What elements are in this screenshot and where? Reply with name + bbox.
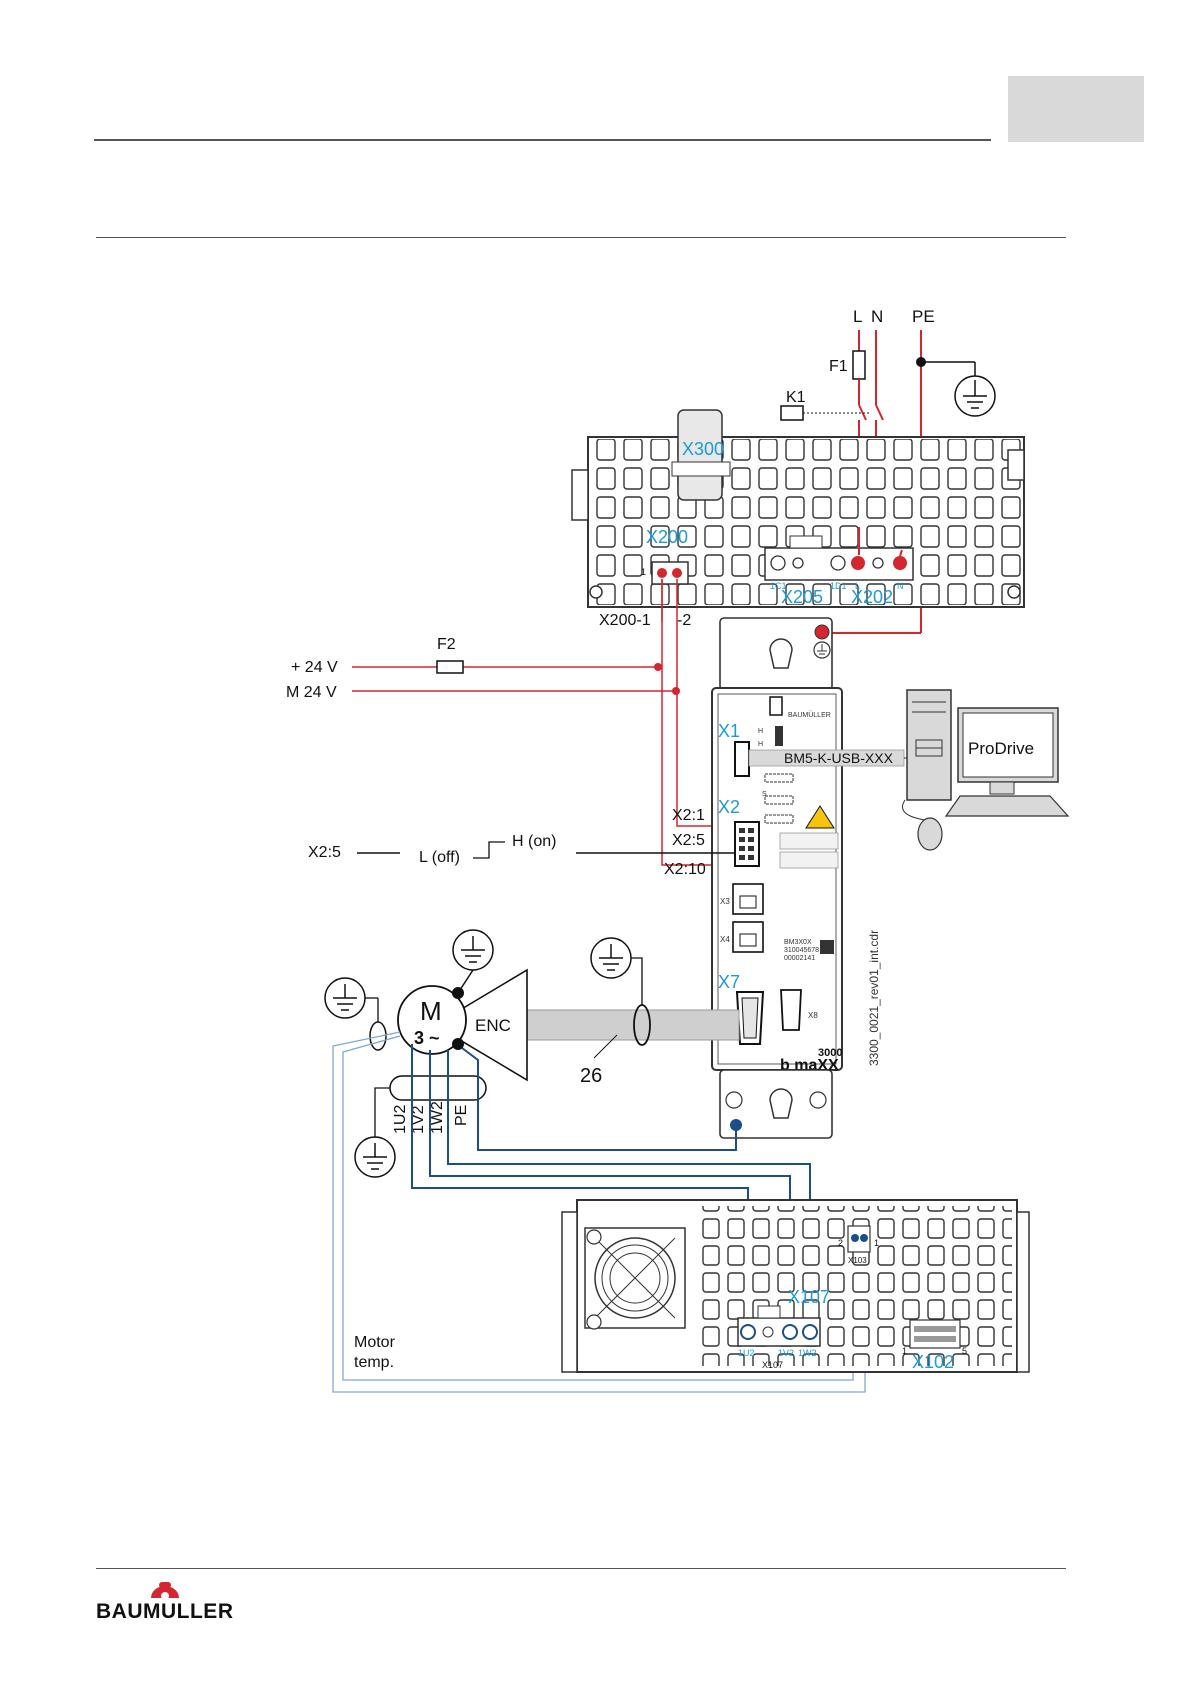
label-L-off: L (off) bbox=[419, 849, 460, 866]
label-X200-2: -2 bbox=[677, 612, 691, 629]
label-cable-26: 26 bbox=[580, 1065, 602, 1087]
earth-symbol-motor-bottom bbox=[354, 1136, 396, 1178]
label-wire-1V2: 1V2 bbox=[410, 1105, 427, 1134]
earth-symbol-motor-left bbox=[324, 977, 366, 1019]
earth-symbol-motor-top bbox=[452, 929, 494, 971]
label-X2-10: X2:10 bbox=[664, 861, 706, 878]
power-supply-unit: X300 X200 1 1C1 1D1 L N X205 X202 bbox=[571, 409, 1025, 608]
label-X2: X2 bbox=[718, 797, 740, 817]
svg-text:1U2: 1U2 bbox=[738, 1348, 755, 1358]
x200-pin1: 1 bbox=[641, 567, 646, 577]
svg-text:X103: X103 bbox=[848, 1256, 867, 1265]
svg-text:X4: X4 bbox=[720, 935, 730, 944]
svg-text:1W2: 1W2 bbox=[798, 1348, 817, 1358]
supply-24v: + 24 V M 24 V F2 bbox=[286, 579, 735, 866]
svg-text:1V2: 1V2 bbox=[778, 1348, 794, 1358]
label-ENC: ENC bbox=[475, 1016, 511, 1035]
power-unit-bottom: X107 1U2 1V2 1W2 X107 2 1 X103 1 5 X102 bbox=[561, 1199, 1030, 1373]
mains-label-PE: PE bbox=[912, 307, 935, 326]
svg-text:X3: X3 bbox=[720, 897, 730, 906]
label-wire-1U2: 1U2 bbox=[392, 1105, 409, 1134]
svg-text:1D1: 1D1 bbox=[830, 581, 847, 591]
svg-text:5: 5 bbox=[962, 1346, 967, 1356]
svg-text:BM3X0X: BM3X0X bbox=[784, 939, 812, 946]
label-F2: F2 bbox=[437, 636, 456, 653]
port-X1 bbox=[734, 741, 750, 777]
label-motor-temp-2: temp. bbox=[354, 1354, 394, 1371]
contactor-K1 bbox=[780, 405, 804, 421]
pc-computer: ProDrive bbox=[902, 689, 1070, 851]
file-reference: 3300_0021_rev01_int.cdr bbox=[867, 930, 881, 1066]
label-model-num: 3000 bbox=[818, 1047, 842, 1059]
connector-X300 bbox=[677, 409, 723, 501]
motor bbox=[397, 985, 467, 1055]
label-X200-1: X200-1 bbox=[599, 612, 651, 629]
contactor-K1-label: K1 bbox=[786, 389, 806, 406]
svg-text:H: H bbox=[758, 728, 763, 735]
fuse-F1 bbox=[852, 350, 866, 380]
label-X107: X107 bbox=[788, 1287, 830, 1307]
fuse-F2 bbox=[436, 660, 464, 674]
svg-text:1: 1 bbox=[874, 1238, 879, 1248]
connector-X2 bbox=[734, 821, 760, 867]
svg-text:X8: X8 bbox=[808, 1011, 818, 1020]
label-X200: X200 bbox=[646, 527, 688, 547]
svg-text:N: N bbox=[897, 581, 904, 591]
drive-unit: BAUMÜLLER H H X1 BM5-K-USB-XXX S X2 X2:1… bbox=[664, 617, 905, 1139]
svg-text:H: H bbox=[758, 741, 763, 748]
label-motor-temp-1: Motor bbox=[354, 1334, 396, 1351]
label-usb-cable: BM5-K-USB-XXX bbox=[784, 750, 894, 766]
svg-text:L: L bbox=[855, 581, 860, 591]
svg-text:1: 1 bbox=[902, 1346, 907, 1356]
svg-text:X107: X107 bbox=[762, 1360, 783, 1370]
svg-text:BAUMÜLLER: BAUMÜLLER bbox=[788, 711, 831, 719]
label-m24v: M 24 V bbox=[286, 684, 337, 701]
section-rule bbox=[96, 237, 1066, 238]
label-X300: X300 bbox=[682, 439, 724, 459]
svg-text:2: 2 bbox=[838, 1238, 843, 1248]
logo-mark-icon bbox=[151, 1582, 179, 1600]
earth-symbol-encoder bbox=[590, 937, 632, 979]
label-motor-phase: 3 ~ bbox=[414, 1028, 440, 1048]
label-X1: X1 bbox=[718, 721, 740, 741]
fuse-F1-label: F1 bbox=[829, 358, 848, 375]
svg-text:310045678: 310045678 bbox=[784, 947, 819, 954]
label-X202: X202 bbox=[851, 587, 893, 607]
svg-text:S: S bbox=[762, 791, 767, 798]
motor-assembly: 26 ENC M 3 ~ 1U2 1V2 1W2 PE bbox=[324, 929, 740, 1178]
pc-software-label: ProDrive bbox=[968, 739, 1034, 758]
label-X7: X7 bbox=[718, 972, 740, 992]
label-X2-1: X2:1 bbox=[672, 807, 705, 824]
label-wire-PE: PE bbox=[453, 1105, 470, 1126]
svg-text:00002141: 00002141 bbox=[784, 955, 815, 962]
label-X2-5: X2:5 bbox=[672, 832, 705, 849]
connector-X200 bbox=[651, 561, 689, 585]
mains-label-L: L bbox=[853, 307, 862, 326]
label-motor-M: M bbox=[420, 996, 442, 1026]
label-wire-1W2: 1W2 bbox=[429, 1101, 446, 1134]
footer-rule bbox=[96, 1568, 1066, 1569]
label-X205: X205 bbox=[781, 587, 823, 607]
encoder-cable-26 bbox=[526, 1009, 740, 1041]
label-H-on: H (on) bbox=[512, 833, 556, 850]
svg-text:1C1: 1C1 bbox=[770, 581, 787, 591]
x2-5-signal: X2:5 L (off) H (on) bbox=[308, 833, 735, 866]
label-plus24v: + 24 V bbox=[291, 659, 338, 676]
baumuller-logo: BAUMULLER bbox=[96, 1578, 246, 1628]
earth-symbol-mains bbox=[954, 375, 996, 417]
chapter-tab bbox=[1008, 76, 1144, 142]
footer-brand: BAUMULLER bbox=[96, 1600, 234, 1623]
header-rule-top bbox=[94, 139, 991, 141]
mains-label-N: N bbox=[871, 307, 883, 326]
label-X102: X102 bbox=[912, 1352, 954, 1372]
label-X2-5-left: X2:5 bbox=[308, 844, 341, 861]
